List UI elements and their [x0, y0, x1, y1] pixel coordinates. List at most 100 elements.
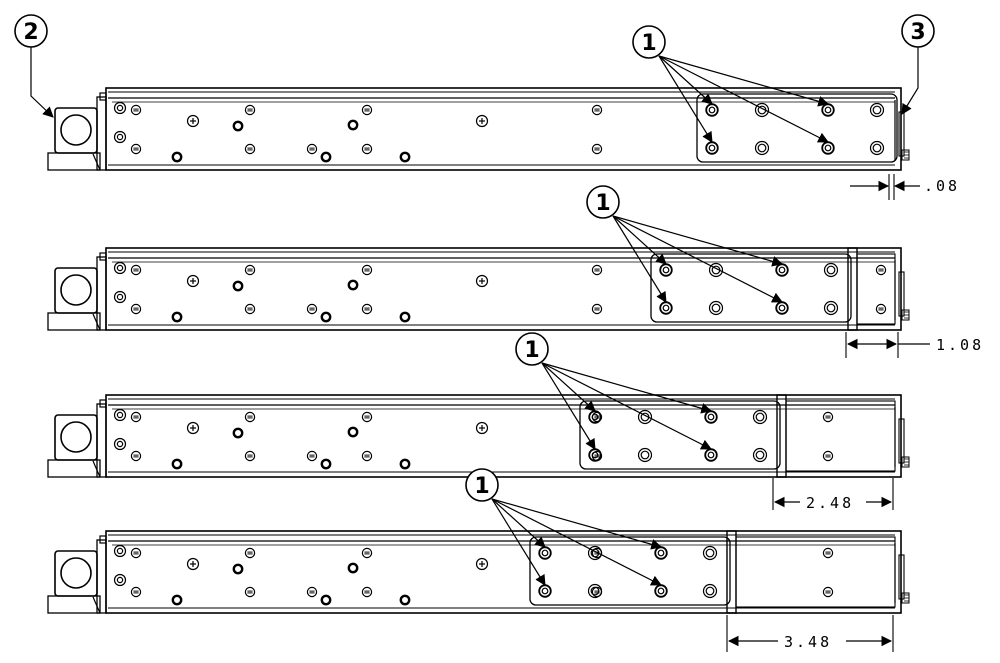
- bracket-capped-outer: [538, 546, 552, 560]
- bracket-capped-inner: [662, 266, 670, 274]
- slotted-screw-head: [130, 264, 142, 276]
- dimension-value: 3.48: [784, 633, 832, 651]
- rivet-head: [232, 280, 244, 292]
- callout-1: 1: [632, 25, 666, 59]
- bracket-capped-hole: [821, 103, 835, 117]
- bracket-hole: [869, 102, 885, 118]
- bracket-hole-outer: [752, 409, 768, 425]
- slotted-screw-head: [244, 586, 256, 598]
- rivet: [232, 563, 244, 575]
- slotted-screw: [306, 143, 318, 155]
- slotted-screw: [244, 411, 256, 423]
- slotted-screw-head: [875, 303, 887, 315]
- bracket-hole-outer: [754, 102, 770, 118]
- phillips-screw-head: [475, 274, 489, 288]
- slotted-screw: [361, 264, 373, 276]
- slotted-screw: [822, 411, 834, 423]
- phillips-screw-head: [475, 114, 489, 128]
- rivet-head: [171, 458, 183, 470]
- rivet-head: [232, 427, 244, 439]
- bracket-capped-inner: [778, 266, 786, 274]
- connector-base: [47, 152, 101, 171]
- bracket-hole-outer: [637, 447, 653, 463]
- screw-hole: [113, 261, 127, 275]
- slotted-screw: [361, 586, 373, 598]
- slotted-screw-head: [306, 450, 318, 462]
- rivet: [232, 280, 244, 292]
- bracket-capped-inner: [707, 451, 715, 459]
- bracket-capped-inner: [657, 587, 665, 595]
- screw-hole: [113, 437, 127, 451]
- slotted-screw-head: [591, 264, 603, 276]
- slotted-screw: [591, 264, 603, 276]
- bracket-hole-inner: [590, 586, 600, 596]
- slotted-screw-head: [591, 104, 603, 116]
- callout-1: 1: [465, 468, 499, 502]
- callout-1-label: 1: [595, 191, 610, 216]
- bracket-capped-hole: [659, 263, 673, 277]
- bracket-capped-inner: [778, 304, 786, 312]
- bracket-capped-hole: [654, 546, 668, 560]
- extension-section: [735, 536, 896, 608]
- slotted-screw: [130, 104, 142, 116]
- slotted-screw-head: [130, 450, 142, 462]
- rivet-head: [399, 594, 411, 606]
- screw-hole-inner: [116, 264, 124, 272]
- callout-2-label: 2: [23, 20, 38, 45]
- bracket-hole-inner: [757, 143, 767, 153]
- bracket-hole-inner: [705, 586, 715, 596]
- bracket-capped-outer: [775, 301, 789, 315]
- bracket-capped-inner: [708, 144, 716, 152]
- bracket-capped-outer: [821, 103, 835, 117]
- rail-assembly: [47, 247, 910, 331]
- bracket-hole-outer: [754, 140, 770, 156]
- bracket-capped-hole: [775, 301, 789, 315]
- bracket-capped-inner: [591, 451, 599, 459]
- callout-1-leader: [541, 362, 596, 450]
- callout-3: 3: [901, 14, 935, 48]
- slotted-screw-head: [361, 143, 373, 155]
- slotted-screw-head: [130, 547, 142, 559]
- screw-hole: [113, 544, 127, 558]
- slotted-screw-head: [361, 264, 373, 276]
- bracket-hole: [752, 409, 768, 425]
- slotted-screw: [130, 264, 142, 276]
- phillips-screw: [186, 114, 200, 128]
- slotted-screw-head: [875, 264, 887, 276]
- slotted-screw: [244, 586, 256, 598]
- slotted-screw: [822, 586, 834, 598]
- callout-1-leader: [491, 498, 546, 548]
- bracket-capped-inner: [708, 106, 716, 114]
- phillips-screw: [186, 557, 200, 571]
- bracket-capped-inner: [591, 413, 599, 421]
- bracket-hole-inner: [826, 303, 836, 313]
- slotted-screw: [591, 303, 603, 315]
- rivet-head: [232, 120, 244, 132]
- slotted-screw-head: [822, 547, 834, 559]
- slotted-screw: [361, 143, 373, 155]
- slotted-screw-head: [244, 411, 256, 423]
- slotted-screw-head: [822, 450, 834, 462]
- slotted-screw: [361, 104, 373, 116]
- rail-assembly: [47, 394, 910, 478]
- rivet: [347, 119, 359, 131]
- bracket-hole-outer: [823, 262, 839, 278]
- bracket-capped-outer: [705, 141, 719, 155]
- rail-body: [105, 530, 902, 614]
- callout-1-leader: [491, 498, 662, 586]
- phillips-screw: [186, 421, 200, 435]
- rivet: [171, 594, 183, 606]
- callout-1-label: 1: [474, 474, 489, 499]
- connector-base: [47, 459, 101, 478]
- rivet: [171, 458, 183, 470]
- bracket-capped-outer: [654, 584, 668, 598]
- screw-hole: [113, 573, 127, 587]
- bracket-hole-inner: [755, 412, 765, 422]
- slotted-screw-head: [306, 143, 318, 155]
- rivet-head: [399, 151, 411, 163]
- callout-1-circle: [515, 332, 549, 366]
- rivet: [320, 594, 332, 606]
- bracket-hole-outer: [869, 102, 885, 118]
- bracket-hole-outer: [823, 300, 839, 316]
